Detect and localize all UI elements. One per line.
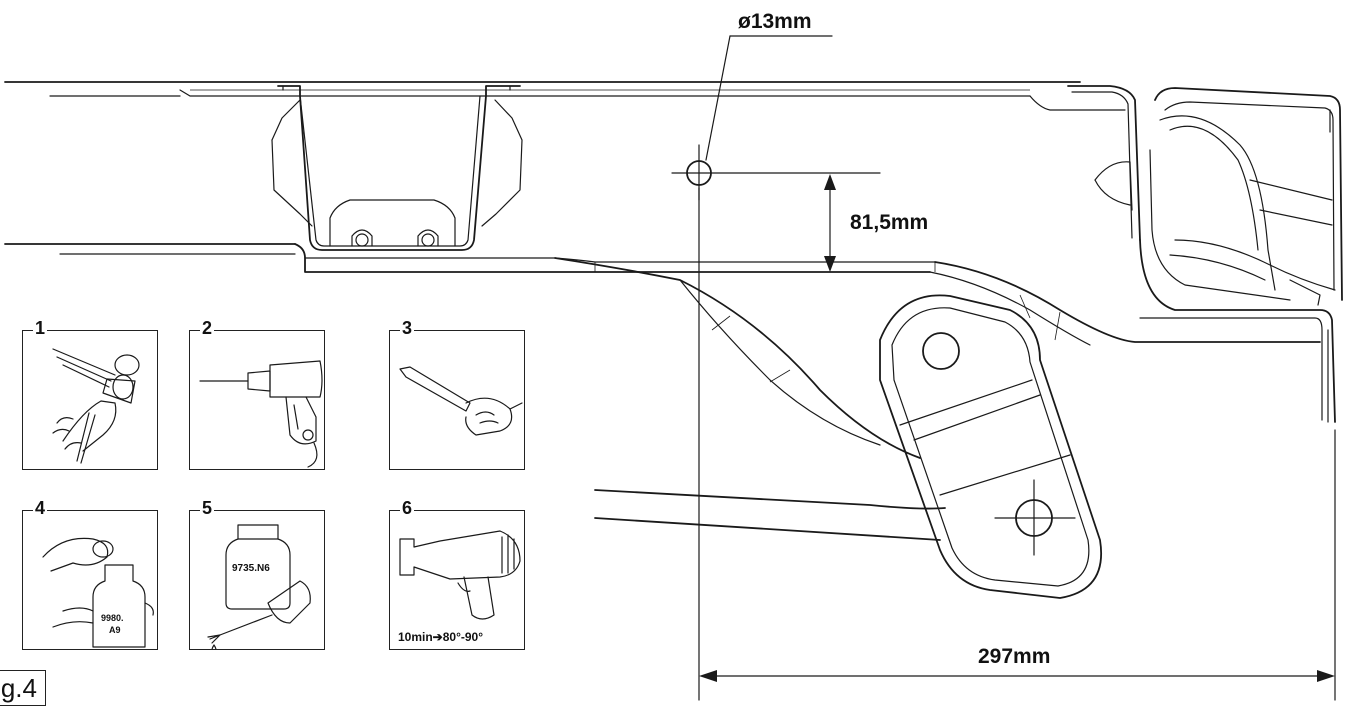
hole-marker	[671, 35, 881, 701]
step-number: 2	[189, 318, 215, 338]
step-number: 3	[389, 318, 415, 338]
bottle-label-line1: 9980.	[101, 613, 124, 623]
rear-bracket	[1094, 87, 1343, 306]
step-number: 1	[22, 318, 48, 338]
step-number: 6	[389, 498, 415, 518]
vertical-dimension	[824, 174, 836, 272]
lower-arm	[554, 239, 1336, 541]
step-5-panel: 5 9735.N6	[189, 498, 325, 650]
cleaning-bottle-icon: 9980. A9	[42, 537, 154, 648]
step-2-panel: 2	[189, 318, 325, 470]
bottle-label-line2: A9	[109, 625, 121, 635]
step-1-panel: 1	[22, 318, 158, 470]
deburring-tool-icon	[399, 366, 523, 436]
step-6-panel: 6 10min➔80°-90°	[389, 498, 525, 650]
chassis-beam	[4, 81, 1141, 273]
vertical-offset-label: 81,5mm	[850, 211, 928, 234]
horizontal-length-label: 297mm	[978, 645, 1050, 668]
hole-diameter-label: ø13mm	[738, 10, 812, 33]
heat-setting-label: 10min➔80°-90°	[398, 630, 483, 644]
step-3-panel: 3	[389, 318, 525, 470]
heat-gun-icon: 10min➔80°-90°	[398, 530, 521, 644]
step-number: 4	[22, 498, 48, 518]
step-4-panel: 4 9980. A9	[22, 498, 158, 650]
primer-bottle-icon: 9735.N6	[207, 524, 311, 649]
drill-icon	[199, 360, 323, 468]
pivot-plate	[879, 294, 1102, 599]
u-bracket	[271, 85, 523, 251]
figure-label: g.4	[0, 670, 46, 706]
primer-bottle-label: 9735.N6	[232, 563, 270, 574]
step-number: 5	[189, 498, 215, 518]
hammer-punch-icon	[52, 348, 140, 464]
horizontal-dimension	[699, 429, 1336, 701]
